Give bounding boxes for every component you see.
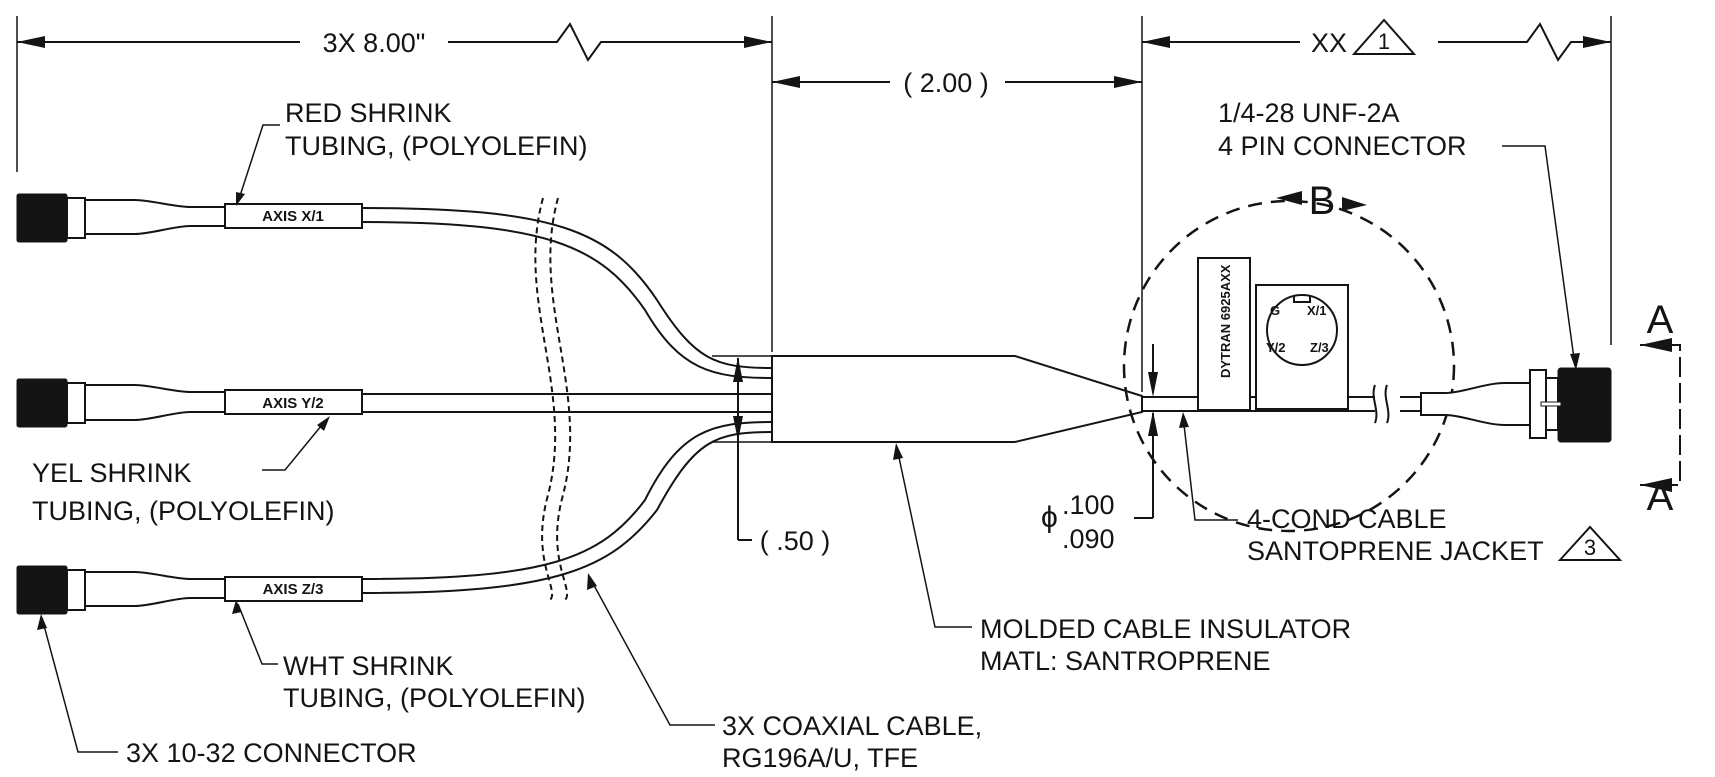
insulator-line2: MATL: SANTROPRENE bbox=[980, 646, 1271, 676]
wht-shrink-line1: WHT SHRINK bbox=[283, 651, 454, 681]
coax-line2: RG196A/U, TFE bbox=[722, 743, 918, 773]
callout-insulator: MOLDED CABLE INSULATOR MATL: SANTROPRENE bbox=[893, 443, 1351, 676]
tag-axis-y: AXIS Y/2 bbox=[262, 395, 323, 412]
tag-axis-x: AXIS X/1 bbox=[262, 208, 324, 225]
connector-10-32-top: AXIS X/1 bbox=[16, 193, 363, 243]
pin-conn-line2: 4 PIN CONNECTOR bbox=[1218, 131, 1467, 161]
diameter-symbol: ϕ bbox=[1041, 501, 1058, 534]
part-marking-sleeve bbox=[1197, 257, 1251, 411]
diameter-max: .100 bbox=[1062, 490, 1115, 520]
four-pin-connector bbox=[1420, 367, 1612, 443]
leg-length-text: 3X 8.00" bbox=[323, 28, 426, 58]
connector-10-32-text: 3X 10-32 CONNECTOR bbox=[126, 738, 417, 768]
red-shrink-line2: TUBING, (POLYOLEFIN) bbox=[285, 131, 588, 161]
coax-cables bbox=[361, 197, 773, 601]
tag-axis-z: AXIS Z/3 bbox=[263, 581, 324, 598]
section-a-a: A A bbox=[1640, 298, 1681, 519]
insulator-line1: MOLDED CABLE INSULATOR bbox=[980, 614, 1351, 644]
cable-note-triangle bbox=[1557, 525, 1623, 561]
note-triangle bbox=[1351, 18, 1417, 55]
dimension-breakout-length: ( 2.00 ) bbox=[772, 68, 1142, 98]
callout-red-shrink: RED SHRINK TUBING, (POLYOLEFIN) bbox=[236, 98, 588, 206]
callout-four-cond-cable: 4-COND CABLE SANTOPRENE JACKET 3 bbox=[1179, 412, 1623, 566]
callout-yel-shrink: YEL SHRINK TUBING, (POLYOLEFIN) bbox=[32, 416, 335, 526]
pin-y: Y/2 bbox=[1266, 340, 1286, 355]
breakout-length-text: ( 2.00 ) bbox=[903, 68, 989, 98]
dimension-spacing: ( .50 ) bbox=[712, 355, 831, 556]
cable-length-text: XX bbox=[1311, 28, 1347, 58]
dimension-leg-length: 3X 8.00" bbox=[17, 22, 772, 62]
callout-wht-shrink: WHT SHRINK TUBING, (POLYOLEFIN) bbox=[232, 600, 586, 713]
diameter-min: .090 bbox=[1062, 524, 1115, 554]
part-marking-text: DYTRAN 6925AXX bbox=[1218, 264, 1233, 378]
wht-shrink-line2: TUBING, (POLYOLEFIN) bbox=[283, 683, 586, 713]
callout-10-32-connector: 3X 10-32 CONNECTOR bbox=[37, 614, 417, 768]
extension-lines bbox=[16, 16, 1612, 392]
yel-shrink-line1: YEL SHRINK bbox=[32, 458, 192, 488]
callout-coax-cable: 3X COAXIAL CABLE, RG196A/U, TFE bbox=[587, 573, 982, 773]
cable-line1: 4-COND CABLE bbox=[1247, 504, 1447, 534]
coax-line1: 3X COAXIAL CABLE, bbox=[722, 711, 982, 741]
detail-view-label: B bbox=[1309, 179, 1336, 223]
dimension-diameter: ϕ .100 .090 bbox=[1041, 344, 1158, 554]
detail-b: DYTRAN 6925AXX G X/1 Y/2 Z/3 B bbox=[1122, 179, 1456, 533]
molded-insulator bbox=[771, 355, 1143, 443]
yel-shrink-line2: TUBING, (POLYOLEFIN) bbox=[32, 496, 335, 526]
pin-conn-line1: 1/4-28 UNF-2A bbox=[1218, 98, 1400, 128]
pin-g: G bbox=[1270, 303, 1280, 318]
red-shrink-line1: RED SHRINK bbox=[285, 98, 452, 128]
dimension-cable-length: XX 1 bbox=[1142, 18, 1611, 62]
pin-z: Z/3 bbox=[1310, 340, 1329, 355]
connector-10-32-middle: AXIS Y/2 bbox=[16, 378, 363, 428]
pin-x: X/1 bbox=[1307, 303, 1327, 318]
cable-note: 3 bbox=[1584, 535, 1596, 560]
callout-four-pin-connector: 1/4-28 UNF-2A 4 PIN CONNECTOR bbox=[1218, 98, 1580, 370]
cable-length-note: 1 bbox=[1378, 29, 1390, 54]
cable-line2: SANTOPRENE JACKET bbox=[1247, 536, 1544, 566]
spacing-text: ( .50 ) bbox=[760, 526, 831, 556]
section-label-top: A bbox=[1647, 298, 1674, 342]
section-label-bottom: A bbox=[1647, 475, 1674, 519]
connector-10-32-bottom: AXIS Z/3 bbox=[16, 565, 363, 615]
